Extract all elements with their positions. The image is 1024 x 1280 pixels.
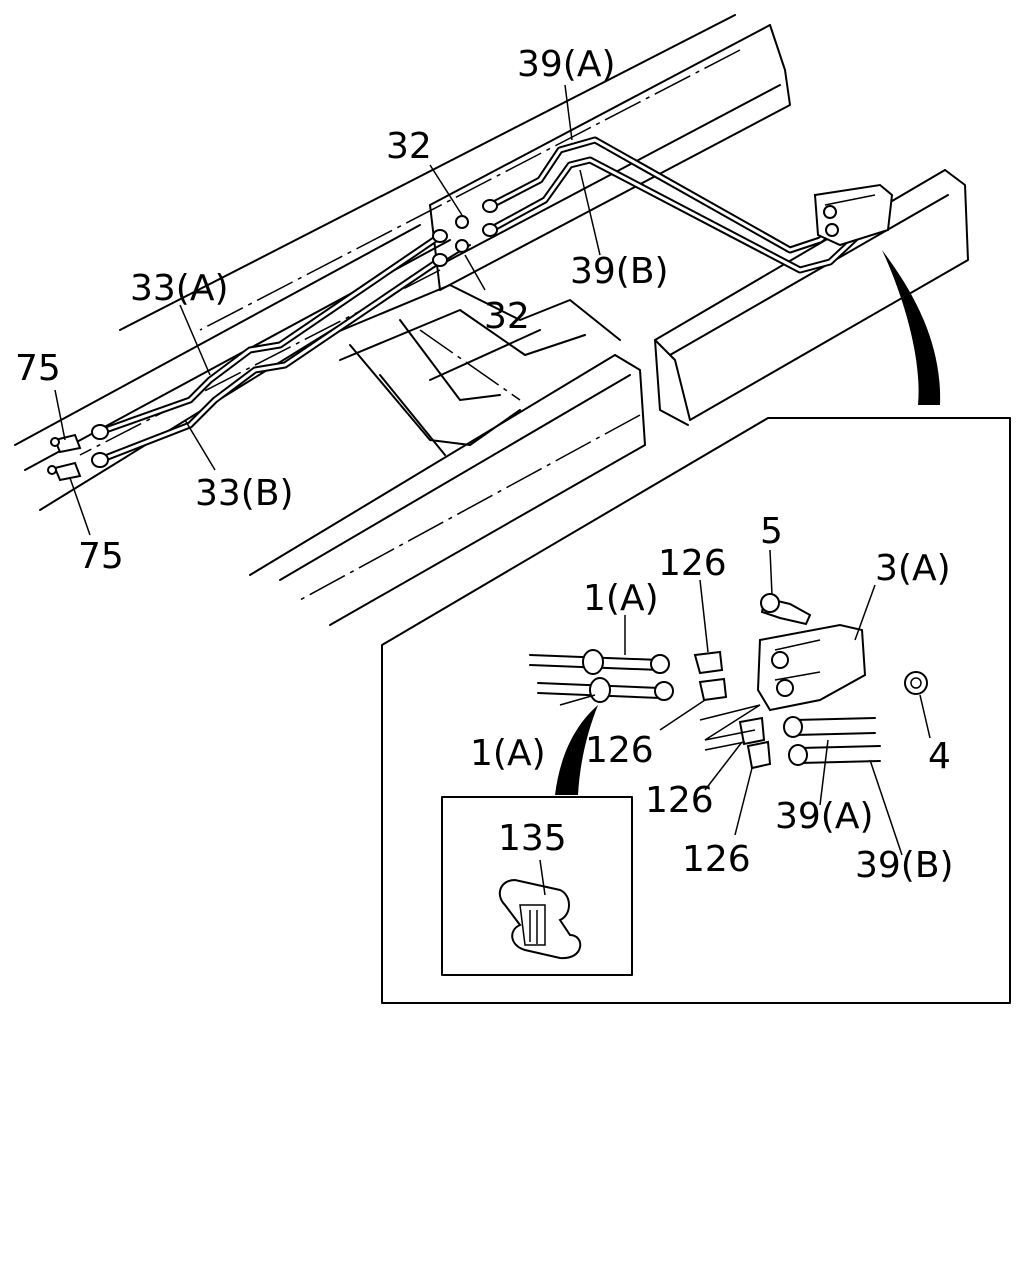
label-32-top: 32 xyxy=(386,126,432,167)
label-126-top: 126 xyxy=(658,543,727,584)
detail-callout-arrow xyxy=(882,250,941,405)
label-1a-bottom: 1(A) xyxy=(470,733,546,774)
label-39b-detail: 39(B) xyxy=(855,845,954,886)
label-75-top: 75 xyxy=(15,348,61,389)
callout-labels: 39(A) 32 32 39(B) 33(A) 33(B) 75 75 5 12… xyxy=(15,44,954,886)
label-39a-top: 39(A) xyxy=(517,44,616,85)
label-135: 135 xyxy=(498,818,567,859)
label-39a-detail: 39(A) xyxy=(775,796,874,837)
label-126-bottom: 126 xyxy=(682,839,751,880)
label-32-bottom: 32 xyxy=(484,296,530,337)
label-3a: 3(A) xyxy=(875,548,951,589)
label-4: 4 xyxy=(928,736,951,777)
leader-lines xyxy=(54,84,601,536)
chassis-frame xyxy=(14,14,969,626)
label-5: 5 xyxy=(760,511,783,552)
label-33a: 33(A) xyxy=(130,268,229,309)
detail-leader-lines xyxy=(559,549,931,856)
inset-panel-135 xyxy=(441,796,633,976)
detail-parts xyxy=(529,593,928,770)
label-126-lower: 126 xyxy=(645,780,714,821)
label-33b: 33(B) xyxy=(195,473,294,514)
label-1a-top: 1(A) xyxy=(583,578,659,619)
brake-pipes xyxy=(96,136,866,464)
detail-panel xyxy=(381,417,1011,1004)
label-126-mid: 126 xyxy=(585,730,654,771)
inset-callout-arrow xyxy=(555,705,598,795)
label-39b-top: 39(B) xyxy=(570,251,669,292)
pipe-fittings xyxy=(91,199,498,468)
nut-75 xyxy=(47,433,82,482)
bracket-3a-main xyxy=(813,183,894,247)
label-75-bottom: 75 xyxy=(78,536,124,577)
